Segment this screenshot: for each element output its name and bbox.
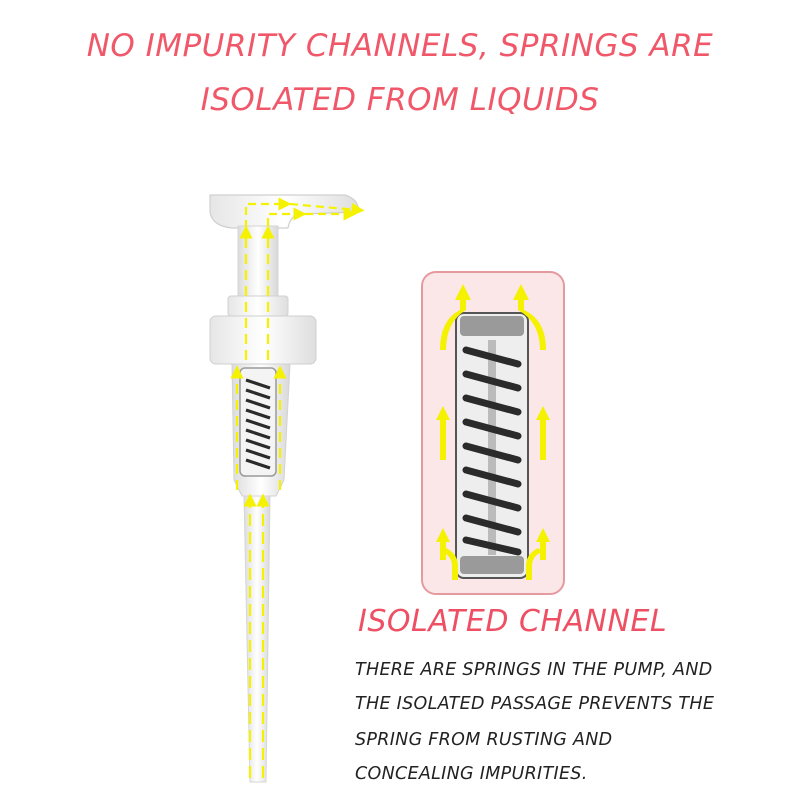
description-line-4: CONCEALING IMPURITIES.	[355, 764, 588, 784]
small-spring	[245, 378, 271, 470]
description-line-2: THE ISOLATED PASSAGE PREVENTS THE	[355, 694, 715, 714]
pump-body	[209, 194, 359, 783]
large-spring	[462, 346, 522, 556]
headline-line-1: NO IMPURITY CHANNELS, SPRINGS ARE	[86, 28, 714, 64]
subtitle: ISOLATED CHANNEL	[358, 604, 668, 639]
pump-flow-arrows	[230, 197, 365, 778]
description-line-3: SPRING FROM RUSTING AND	[355, 730, 613, 750]
description-line-1: THERE ARE SPRINGS IN THE PUMP, AND	[355, 660, 713, 680]
headline-line-2: ISOLATED FROM LIQUIDS	[200, 82, 600, 118]
isolated-channel-arrows	[436, 284, 550, 580]
